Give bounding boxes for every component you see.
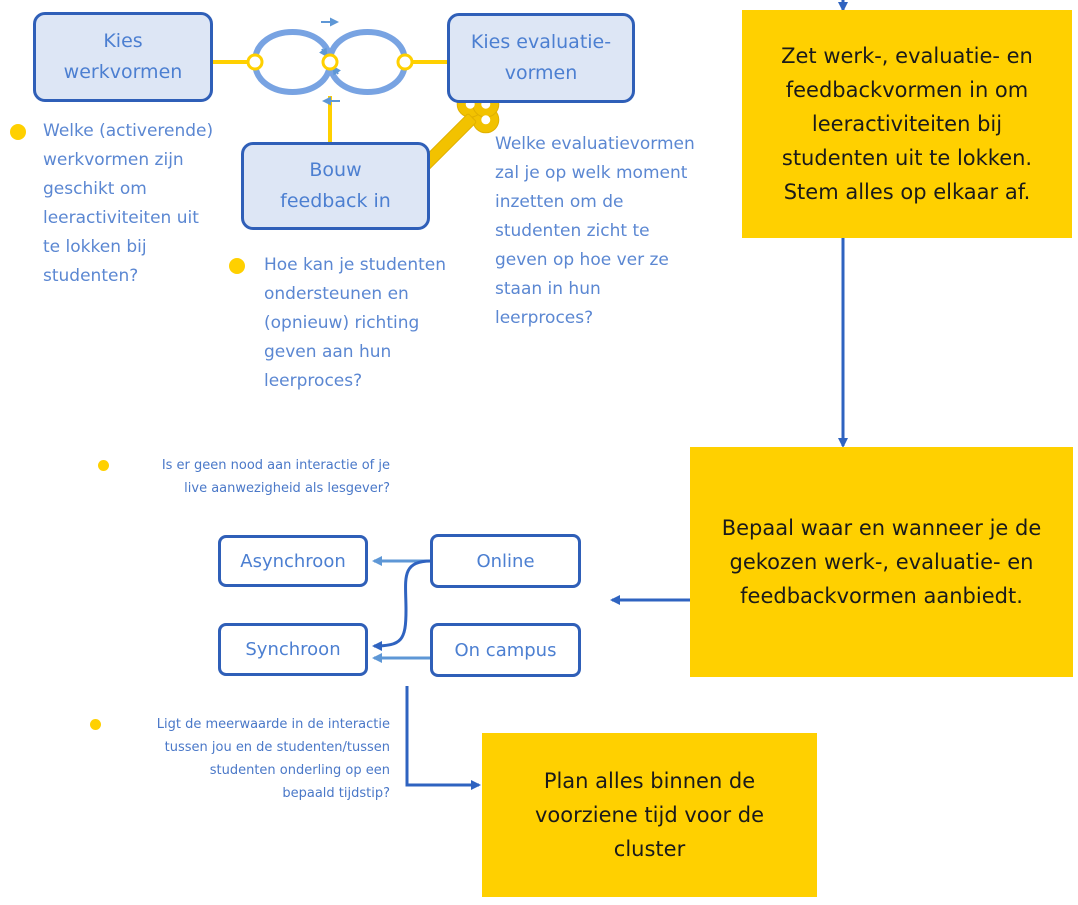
online-box[interactable]: Online	[430, 534, 581, 588]
plan-box[interactable]: Plan alles binnen de voorziene tijd voor…	[482, 733, 817, 897]
bullet-dot	[90, 719, 101, 730]
mode-connectors	[372, 556, 431, 663]
bullet-dot	[229, 258, 245, 274]
question-evaluatie: Welke evaluatievormen zal je op welk mom…	[495, 134, 695, 328]
zet-werkvormen-box[interactable]: Zet werk-, evaluatie- en feedbackvormen …	[742, 10, 1072, 238]
question-werkvormen: Welke (activerende) werkvormen zijn gesc…	[43, 121, 214, 286]
kies-evaluatievormen-label: Kies evaluatie- vormen	[470, 31, 612, 84]
kies-werkvormen-label: Kies werkvormen	[63, 30, 183, 83]
kies-evaluatievormen-box[interactable]: Kies evaluatie- vormen	[447, 13, 635, 103]
synchroon-box[interactable]: Synchroon	[218, 623, 368, 676]
bouw-feedback-label: Bouw feedback in	[280, 159, 391, 212]
asynchroon-label: Asynchroon	[240, 550, 346, 572]
bouw-feedback-box[interactable]: Bouw feedback in	[241, 142, 430, 230]
kies-werkvormen-box[interactable]: Kies werkvormen	[33, 12, 213, 102]
flow-arrows	[405, 0, 848, 790]
question-feedback: Hoe kan je studenten ondersteunen en (op…	[264, 255, 446, 391]
plan-text: Plan alles binnen de voorziene tijd voor…	[534, 769, 765, 861]
online-label: Online	[476, 550, 535, 572]
on-campus-label: On campus	[454, 639, 557, 661]
question-interactie: Is er geen nood aan interactie of je liv…	[161, 458, 390, 496]
zet-werkvormen-text: Zet werk-, evaluatie- en feedbackvormen …	[781, 44, 1033, 204]
bullet-dot	[98, 460, 109, 471]
on-campus-box[interactable]: On campus	[430, 623, 581, 677]
bepaal-text: Bepaal waar en wanneer je de gekozen wer…	[721, 516, 1042, 608]
asynchroon-box[interactable]: Asynchroon	[218, 535, 368, 587]
synchroon-label: Synchroon	[245, 639, 341, 660]
bepaal-box[interactable]: Bepaal waar en wanneer je de gekozen wer…	[690, 447, 1073, 677]
bullet-dot	[10, 124, 26, 140]
curved-connector	[372, 559, 432, 651]
question-meerwaarde: Ligt de meerwaarde in de interactie tuss…	[156, 717, 390, 801]
loop-nodes	[246, 53, 414, 71]
